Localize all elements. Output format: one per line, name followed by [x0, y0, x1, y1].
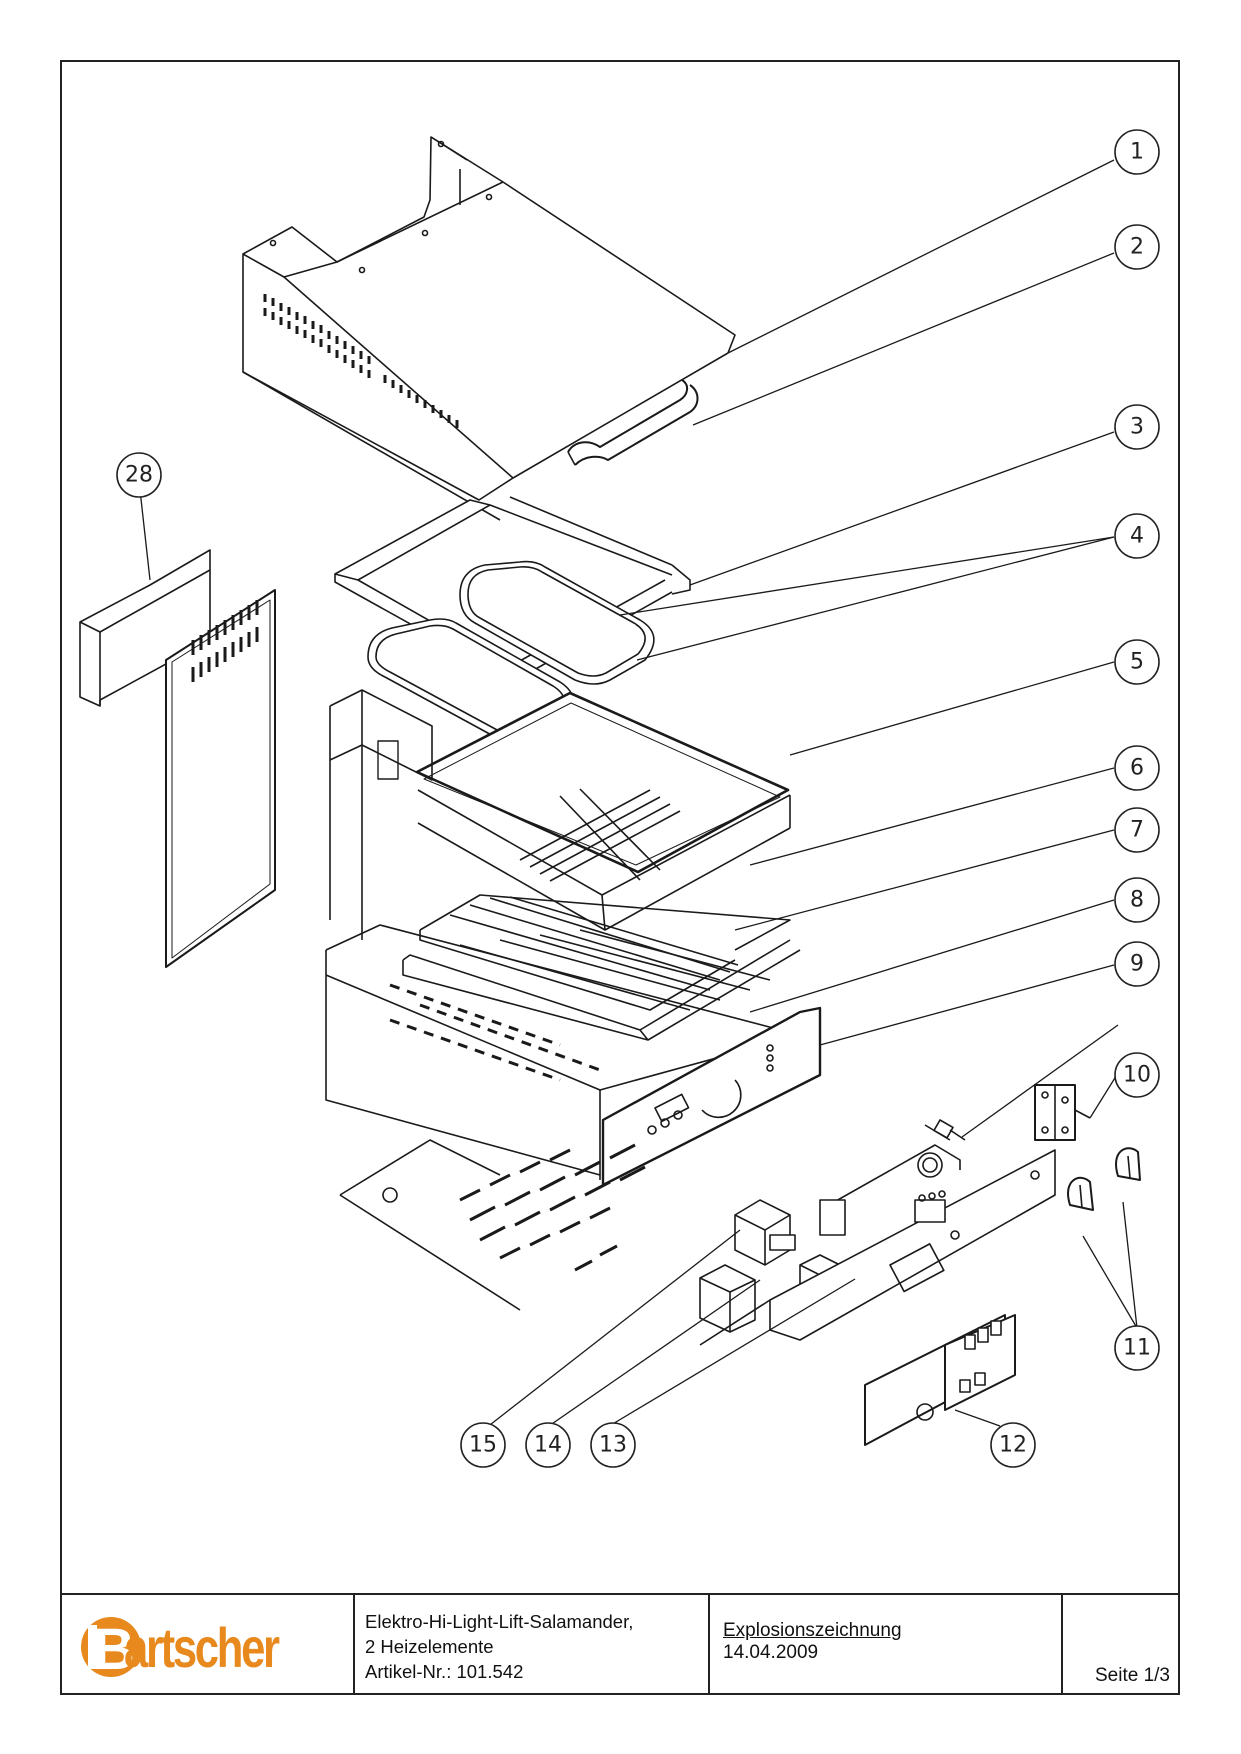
drawing-type: Explosionszeichnung [723, 1620, 902, 1641]
callout-15: 15 [460, 1422, 506, 1468]
brand-logo: B artscher [76, 1611, 336, 1681]
part-transformer-14 [699, 1264, 756, 1333]
part-transformer-15 [734, 1199, 796, 1266]
part-grill-grid [519, 788, 681, 882]
brand-name: artscher [124, 1616, 280, 1679]
part-sensor-9 [924, 1119, 966, 1141]
callout-6: 6 [1114, 745, 1160, 791]
title-block: B artscher Elektro-Hi-Light-Lift-Salaman… [60, 1593, 1180, 1695]
part-pcb-12 [864, 1314, 1016, 1446]
callout-7: 7 [1114, 807, 1160, 853]
part-side-panel [79, 549, 276, 968]
callout-8: 8 [1114, 877, 1160, 923]
plate-slots [459, 1143, 646, 1272]
part-control-bracket [699, 1144, 1056, 1346]
svg-text:B: B [93, 1617, 135, 1681]
drawing-frame [60, 60, 1180, 1695]
svg-text:6: 6 [1130, 756, 1144, 781]
drawing-info: Explosionszeichnung 14.04.2009 [710, 1595, 1063, 1695]
drawing-date: 14.04.2009 [723, 1642, 819, 1663]
product-variant: 2 Heizelemente [365, 1636, 494, 1657]
base-vent-slots [389, 983, 601, 1082]
part-grid-rack [419, 894, 791, 1011]
terminal-block [914, 1190, 946, 1223]
part-main-body [329, 689, 791, 940]
hood-vent-slots [263, 294, 459, 428]
part-knobs-11 [1067, 1147, 1141, 1211]
callout-1: 1 [1114, 129, 1160, 175]
svg-text:10: 10 [1123, 1063, 1151, 1088]
part-switch-10 [1034, 1084, 1091, 1141]
callout-3: 3 [1114, 404, 1160, 450]
svg-text:12: 12 [999, 1433, 1027, 1458]
part-control-panel [601, 1006, 822, 1187]
svg-text:8: 8 [1130, 888, 1144, 913]
callout-2: 2 [1114, 224, 1160, 270]
brand-logo-cell: B artscher [60, 1595, 355, 1695]
leader-lines [139, 159, 1138, 1429]
callout-12: 12 [990, 1422, 1036, 1468]
svg-text:4: 4 [1130, 524, 1144, 549]
callout-4: 4 [1114, 513, 1160, 559]
product-description: Elektro-Hi-Light-Lift-Salamander, 2 Heiz… [355, 1595, 710, 1695]
svg-text:14: 14 [534, 1433, 562, 1458]
callouts: 1 2 3 4 5 6 7 8 9 10 11 12 13 14 15 28 [116, 129, 1160, 1468]
page-cell: Seite 1/3 [1063, 1595, 1180, 1695]
part-heating-element-right [459, 560, 655, 685]
callout-13: 13 [590, 1422, 636, 1468]
svg-text:1: 1 [1130, 140, 1144, 165]
callout-28: 28 [116, 452, 162, 498]
svg-text:15: 15 [469, 1433, 497, 1458]
page-number: Seite 1/3 [1095, 1665, 1170, 1686]
callout-14: 14 [525, 1422, 571, 1468]
part-base-housing [325, 924, 801, 1180]
svg-text:13: 13 [599, 1433, 627, 1458]
svg-text:7: 7 [1130, 818, 1144, 843]
part-hood-cover [242, 136, 736, 521]
product-name: Elektro-Hi-Light-Lift-Salamander, [365, 1611, 634, 1632]
callout-11: 11 [1114, 1325, 1160, 1371]
side-panel-vent-slots [191, 600, 259, 682]
svg-text:28: 28 [125, 463, 153, 488]
callout-9: 9 [1114, 941, 1160, 987]
callout-10: 10 [1114, 1052, 1160, 1098]
svg-text:3: 3 [1130, 415, 1144, 440]
part-handle [567, 379, 699, 466]
svg-text:5: 5 [1130, 650, 1144, 675]
part-base-plate [339, 1139, 646, 1311]
svg-text:9: 9 [1130, 952, 1144, 977]
article-number: Artikel-Nr.: 101.542 [365, 1661, 524, 1682]
brand-logo-mark-icon: B [81, 1617, 141, 1681]
callout-5: 5 [1114, 639, 1160, 685]
svg-text:2: 2 [1130, 235, 1144, 260]
svg-text:11: 11 [1123, 1336, 1151, 1361]
